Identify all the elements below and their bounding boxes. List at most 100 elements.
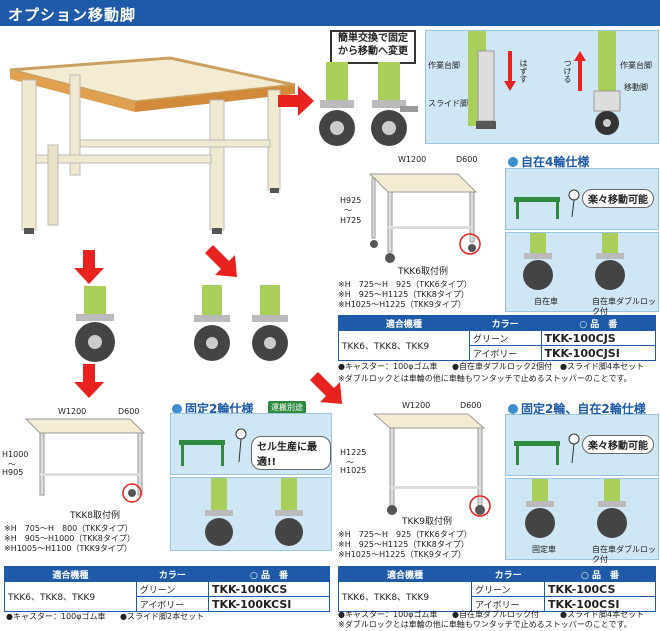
- sec4-caster-drawing: [523, 233, 625, 290]
- sec2-caster-panel: [170, 477, 332, 551]
- sec22-caster-panel: 固定車 自在車ダブルロック付: [505, 478, 659, 564]
- sec22-dim-d: D600: [460, 401, 482, 410]
- sec22-model-cell: TKK6、TKK8、TKK9: [337, 581, 473, 612]
- sec22-dim-h2: H1025: [340, 466, 367, 475]
- sec2-note-2: ※H1005〜H1100（TKK9タイプ）: [4, 544, 132, 553]
- sec22-caster-label-0: 固定車: [532, 545, 556, 554]
- table-row: TKK6、TKK8、TKK9 グリーン TKK-100CJS: [338, 330, 657, 361]
- sec2-foot-1: ●スライド脚2本セット: [120, 612, 205, 621]
- sec22-note-2: ※H1025〜H1225（TKK9タイプ）: [338, 550, 466, 559]
- sec4-th-part: ○ 品 番: [540, 315, 657, 331]
- sec2-dim-d: D600: [118, 407, 140, 416]
- arrow-right-1: [278, 86, 314, 116]
- sec4-model-cell: TKK6、TKK8、TKK9: [338, 330, 470, 361]
- callout-line2: から移動へ変更: [338, 46, 408, 57]
- sec22-note-0: ※H 725〜H 925（TKK6タイプ）: [338, 530, 472, 539]
- sec22-dim-h1: H1225: [340, 448, 367, 457]
- sec4-title: 自在4輪仕様: [508, 153, 589, 170]
- sec2-color-0: グリーン: [135, 581, 209, 597]
- sec4-bubble: 楽々移動可能: [582, 189, 654, 208]
- sec22-foot-2: ●スライド脚4本セット: [560, 610, 645, 619]
- table-row: 適合機種 カラー ○ 品 番: [338, 315, 657, 331]
- sec4-part-0: TKK-100CJS: [540, 330, 657, 346]
- sec2-usage-panel: セル生産に最適!!: [170, 413, 332, 475]
- arrow-diag-2: [310, 372, 342, 404]
- sec2-spec-table: 適合機種 カラー ○ 品 番 TKK6、TKK8、TKK9 グリーン TKK-1…: [4, 566, 331, 612]
- sec22-th-part: ○ 品 番: [544, 566, 656, 582]
- sec22-bubble: 楽々移動可能: [582, 435, 654, 454]
- sec4-th-model: 適合機種: [338, 315, 470, 331]
- table-row: TKK6、TKK8、TKK9 グリーン TKK-100CS: [337, 581, 656, 612]
- diagram-label-2: はずす: [519, 59, 528, 83]
- sec2-caption: TKK8取付例: [70, 511, 121, 521]
- callout-line1: 簡単交換で固定: [338, 33, 408, 44]
- sec4-dim-h1: H925: [340, 196, 362, 205]
- diagram-label-1: スライド脚: [428, 99, 468, 108]
- sec2-cart-drawing: [179, 428, 247, 466]
- sec22-th-color: カラー: [471, 566, 546, 582]
- sec22-dim-w: W1200: [402, 401, 431, 410]
- sec2-note-0: ※H 705〜H 800（TKKタイプ）: [4, 524, 133, 533]
- sec22-note2: ※ダブルロックとは車輪の他に車軸もワンタッチで止めるストッパーのことです。: [338, 620, 632, 629]
- sec2-bubble: セル生産に最適!!: [251, 436, 331, 470]
- sec22-spec-table: 適合機種 カラー ○ 品 番 TKK6、TKK8、TKK9 グリーン TKK-1…: [337, 566, 656, 612]
- swap-callout: 簡単交換で固定 から移動へ変更: [330, 30, 416, 64]
- sec2-th-color: カラー: [135, 566, 209, 582]
- sec22-dim-tilde: 〜: [346, 458, 354, 467]
- sec4-part-1: TKK-100CJSI: [540, 345, 657, 361]
- table-row: TKK6、TKK8、TKK9 グリーン TKK-100KCS: [4, 581, 331, 612]
- diagram-label-5: 移動脚: [624, 83, 648, 92]
- page-title: オプション移動脚: [8, 6, 137, 24]
- sec2-badge: 運搬別途: [268, 401, 306, 414]
- sec4-color-0: グリーン: [468, 330, 542, 346]
- sec2-part-0: TKK-100KCS: [207, 581, 331, 597]
- diagram-label-4: 作業台脚: [620, 61, 652, 70]
- workbench-illustration: [9, 56, 296, 234]
- sec4-note-2: ※H1025〜H1225（TKK9タイプ）: [338, 300, 466, 309]
- table-row: 適合機種 カラー ○ 品 番: [4, 566, 331, 582]
- sec2-caster-drawing: [205, 478, 303, 546]
- sec22-title-text: 固定2輪、自在2輪仕様: [521, 402, 646, 416]
- header-bar: オプション移動脚: [0, 0, 660, 26]
- caster-fixed-left: [75, 286, 115, 362]
- sec22-caster-label-1: 自在車ダブルロック付: [592, 545, 656, 564]
- leg-swap-drawing: [468, 31, 621, 135]
- sec22-part-0: TKK-100CS: [544, 581, 656, 597]
- sec2-dim-w: W1200: [58, 407, 87, 416]
- sec4-foot-0: ●キャスター：100φゴム車: [338, 362, 438, 371]
- table-row: アイボリー TKK-100KCSI: [5, 596, 331, 612]
- arrow-diag-1: [205, 245, 237, 277]
- sec22-caption: TKK9取付例: [402, 517, 453, 527]
- table-row: 適合機種 カラー ○ 品 番: [337, 566, 656, 582]
- sec2-title: 固定2輪仕様: [172, 400, 253, 417]
- table-row: アイボリー TKK-100CSI: [339, 596, 656, 612]
- sec4-note-0: ※H 725〜H 925（TKK6タイプ）: [338, 280, 472, 289]
- sec4-dim-w: W1200: [398, 155, 427, 164]
- sec22-foot-0: ●キャスター：100φゴム車: [338, 610, 438, 619]
- sec4-th-color: カラー: [468, 315, 542, 331]
- caster-pair-mid: [194, 285, 288, 361]
- sec22-th-model: 適合機種: [337, 566, 473, 582]
- sec2-note-1: ※H 905〜H1000（TKK8タイプ）: [4, 534, 135, 543]
- sec4-dot-icon: [508, 157, 518, 167]
- sec22-usage-panel: 楽々移動可能: [505, 414, 659, 476]
- sec4-color-1: アイボリー: [468, 345, 542, 361]
- sec2-th-model: 適合機種: [4, 566, 137, 582]
- sec2-part-1: TKK-100KCSI: [207, 596, 331, 612]
- sec22-dot-icon: [508, 404, 518, 414]
- sec2-dim-h1: H1000: [2, 450, 29, 459]
- sec4-usage-panel: 楽々移動可能: [505, 168, 659, 230]
- sec4-foot-1: ●自在車ダブルロック2個付: [452, 362, 553, 371]
- sec4-dim-d: D600: [456, 155, 478, 164]
- sec2-th-part: ○ 品 番: [207, 566, 331, 582]
- table-row: アイボリー TKK-100CJSI: [339, 345, 657, 361]
- sec2-foot-0: ●キャスター：100φゴム車: [6, 612, 106, 621]
- sec4-caption: TKK6取付例: [398, 267, 449, 277]
- sec22-color-0: グリーン: [471, 581, 546, 597]
- sec2-model-cell: TKK6、TKK8、TKK9: [4, 581, 137, 612]
- diagram-label-3: つける: [563, 59, 572, 83]
- sec4-note2: ※ダブルロックとは車輪の他に車軸もワンタッチで止めるストッパーのことです。: [338, 374, 632, 383]
- sec2-dim-h2: H905: [2, 468, 24, 477]
- sec4-spec-table: 適合機種 カラー ○ 品 番 TKK6、TKK8、TKK9 グリーン TKK-1…: [338, 315, 657, 361]
- diagram-label-0: 作業台脚: [428, 61, 460, 70]
